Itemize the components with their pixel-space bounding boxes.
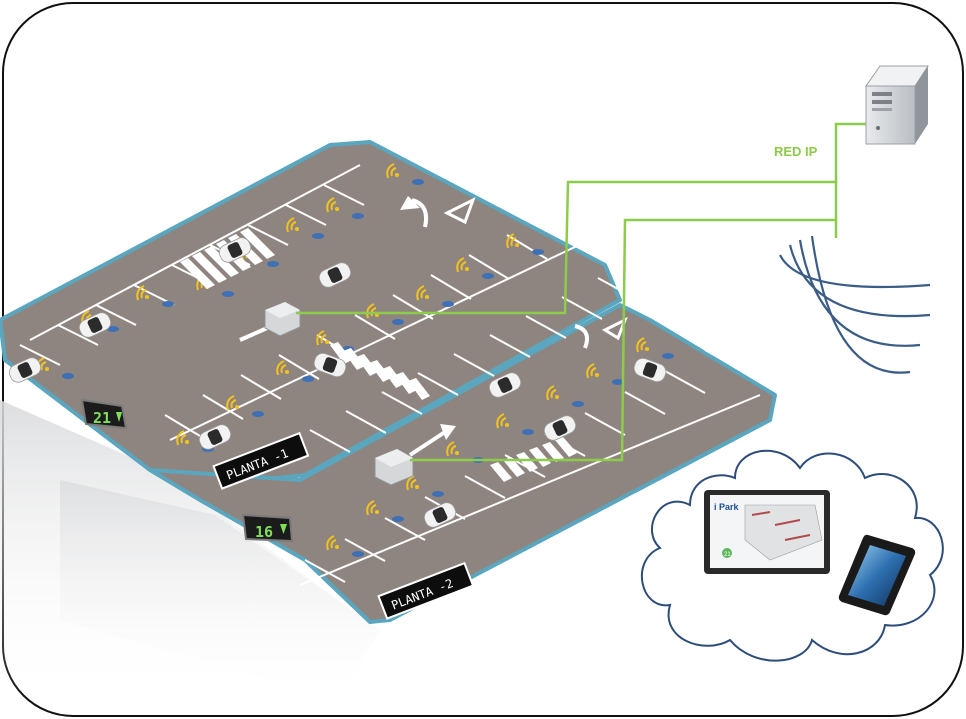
parking-stall-line (344, 538, 386, 562)
parking-stall-line (453, 353, 495, 377)
lane-edge (29, 164, 361, 341)
parking-stall-line (464, 475, 506, 499)
crosswalk-stripe (516, 452, 538, 472)
wifi-wave (810, 235, 911, 374)
server-icon (865, 65, 929, 145)
parking-stall-line (278, 354, 320, 380)
crosswalk-stripe (180, 258, 215, 289)
tablet-app-name: i Park (714, 502, 740, 512)
space-sensor-icon (252, 411, 264, 417)
wifi-waves-icon (779, 235, 931, 374)
lane-edge (299, 394, 761, 586)
parking-stall-line (561, 296, 603, 320)
crosswalk-stripe (503, 457, 525, 477)
floor-lower (148, 277, 777, 624)
parking-stall-line (323, 184, 365, 206)
crosswalk-stripe (356, 354, 378, 376)
floor-upper (0, 140, 624, 482)
space-sensor-icon (612, 379, 624, 385)
crosswalk-stripe (330, 342, 352, 364)
parking-stall-line (247, 224, 289, 246)
space-sensor-icon (572, 401, 584, 407)
parking-stall-line (345, 410, 387, 434)
space-sensor-icon (107, 326, 119, 332)
wifi-wave (788, 244, 931, 318)
free-spaces-upper: 21 (93, 409, 111, 427)
space-sensor-icon (62, 373, 74, 379)
crosswalk-stripe (369, 360, 391, 382)
space-sensor-icon (392, 319, 404, 325)
space-sensor-icon (392, 516, 404, 522)
parking-stall-line (624, 391, 666, 415)
parking-stall-line (19, 344, 61, 366)
parking-stall-line (164, 414, 206, 440)
parking-stall-line (597, 277, 639, 301)
space-sensor-icon (442, 301, 454, 307)
parking-stall-line (582, 194, 624, 220)
parking-stall-line (240, 374, 282, 400)
parking-stall-line (285, 204, 327, 226)
space-sensor-icon (312, 233, 324, 239)
wifi-wave (779, 254, 931, 289)
parking-stall-line (489, 334, 531, 358)
crosswalk-stripe (490, 462, 512, 482)
crosswalk-stripe (240, 228, 275, 259)
free-spaces-lower: 16 (255, 523, 273, 541)
parking-stall-line (525, 315, 567, 339)
tablet-badge: 21 (724, 552, 731, 558)
space-sensor-icon (522, 429, 534, 435)
space-sensor-icon (482, 273, 494, 279)
parking-stall-line (664, 370, 706, 394)
crosswalk-stripe (542, 442, 564, 462)
crosswalk-stripe (555, 437, 577, 457)
controller-box-upper (264, 301, 301, 337)
parking-stall-line (704, 349, 746, 373)
space-sensor-icon (267, 261, 279, 267)
controller-box-lower (374, 448, 414, 486)
crosswalk-stripe (529, 447, 551, 467)
space-sensor-icon (662, 353, 674, 359)
parking-stall-line (95, 304, 137, 326)
parking-stall-line (584, 412, 626, 436)
crosswalk-stripe (382, 366, 404, 388)
space-sensor-icon (412, 179, 424, 185)
parking-stall-line (309, 429, 351, 453)
tablet-icon: i Park 21 (704, 490, 830, 574)
road-markings (239, 196, 628, 457)
space-sensor-icon (432, 491, 444, 497)
parking-stall-line (304, 559, 346, 583)
parking-stall-line (57, 324, 99, 346)
crosswalk-stripe (192, 252, 227, 283)
space-sensor-icon (532, 249, 544, 255)
parking-stall-line (202, 394, 244, 420)
space-sensor-icon (352, 213, 364, 219)
faded-floor-shadow (0, 400, 380, 705)
crosswalk-stripe (343, 348, 365, 370)
crosswalk-stripe (408, 378, 430, 400)
parking-stall-line (417, 372, 459, 396)
space-sensor-icon (162, 301, 174, 307)
parking-stall-line (544, 214, 586, 240)
network-label: RED IP (774, 144, 818, 159)
led-display-upper: 21 (80, 398, 128, 430)
space-sensor-icon (302, 376, 314, 382)
crosswalk-stripe (204, 246, 239, 277)
network-lines (296, 122, 866, 462)
smartphone-icon (838, 534, 916, 616)
led-display-lower: 16 (241, 513, 294, 543)
parking-stall-line (430, 274, 472, 300)
parking-stall-line (392, 294, 434, 320)
parking-stall-line (381, 391, 423, 415)
lane-edge (169, 234, 601, 441)
wifi-wave (798, 239, 921, 347)
space-sensor-icon (222, 291, 234, 297)
parking-stall-line (468, 254, 510, 280)
space-sensor-icon (352, 551, 364, 557)
crosswalk-stripe (395, 372, 417, 394)
